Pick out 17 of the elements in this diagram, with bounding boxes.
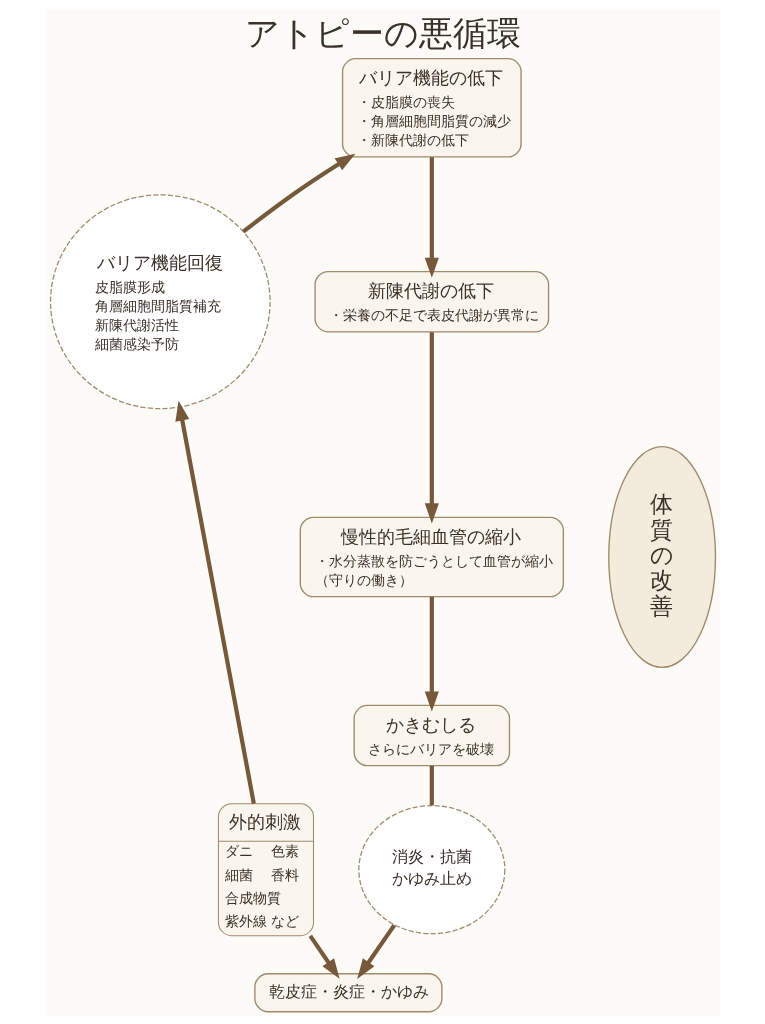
arrow — [308, 934, 340, 979]
arrow — [424, 596, 439, 712]
node-circle: バリア機能回復 皮脂膜形成 角層細胞間脂質補充 新陳代謝活性 細菌感染予防 — [49, 193, 271, 409]
node-box: 新陳代謝の低下 ・栄養の不足で表皮代謝が異常に — [313, 270, 549, 333]
arrow — [424, 331, 439, 523]
node-ellipse: 消炎・抗菌 かゆみ止め — [357, 804, 505, 934]
diagram-title: アトピーの悪循環 — [244, 13, 521, 52]
arrow — [424, 156, 439, 278]
arrow — [174, 400, 256, 804]
node-box: 慢性的毛細血管の縮小 ・水分蒸散を防ごうとして血管が縮小 （守りの働き） — [299, 516, 564, 597]
connector — [429, 765, 434, 805]
node-ellipse: 体質の改善 — [607, 445, 716, 668]
arrow — [356, 923, 396, 979]
node-box: バリア機能の低下 ・皮脂膜の喪失 ・角層細胞間脂質の減少 ・新陳代謝の低下 — [341, 57, 522, 158]
node-box: かきむしる さらにバリアを破壊 — [353, 704, 510, 766]
node-box: 乾皮症・炎症・かゆみ — [253, 972, 443, 1012]
arrow — [241, 153, 355, 233]
